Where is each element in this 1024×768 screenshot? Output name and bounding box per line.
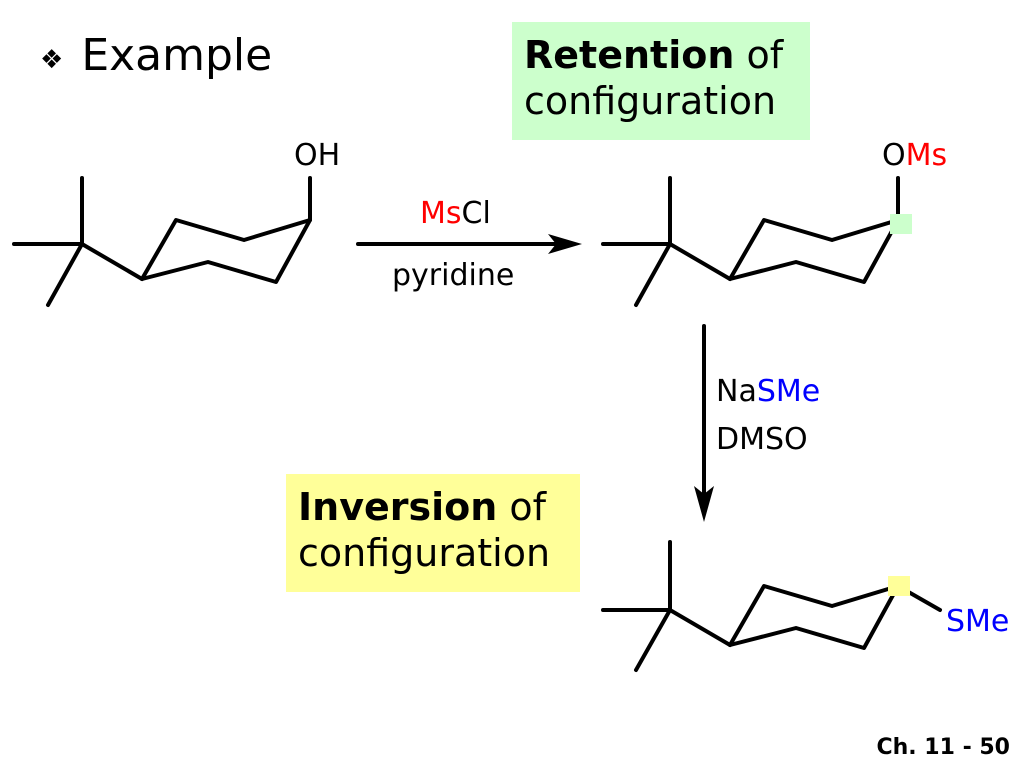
molecule-product-bonds [601,540,942,672]
arrowhead-1 [548,234,582,254]
mesylate-ms: Ms [905,138,948,173]
thioether-label: SMe [946,604,1010,639]
inversion-of: of [497,485,546,529]
molecule-start-bonds [12,176,312,307]
solvent-1: pyridine [392,258,515,293]
solvent-2: DMSO [716,422,808,457]
retention-line2: configuration [524,79,777,123]
slide-title: ❖ Example [40,30,272,81]
inversion-bold: Inversion [298,485,498,529]
hydroxyl-label: OH [294,138,341,173]
molecule-mesylate-bonds [601,176,900,307]
stereocenter-marker-green [890,214,912,234]
bullet-icon: ❖ [40,44,64,75]
reagent-1-cl: Cl [461,196,491,231]
retention-bold: Retention [524,33,735,77]
retention-note: Retention of configuration [512,22,810,140]
inversion-line2: configuration [298,531,551,575]
inversion-note: Inversion of configuration [286,474,580,592]
stereocenter-marker-yellow [888,576,910,596]
reagent-1: MsCl [420,196,491,231]
reagent-2-sme: SMe [756,374,821,409]
mesylate-o: O [882,138,906,173]
retention-of: of [734,33,784,77]
reagent-2-na: Na [716,374,757,409]
reagent-2: NaSMe [716,374,820,409]
mesylate-label: OMs [882,138,947,173]
reagent-1-ms: Ms [420,196,462,231]
slide-number: Ch. 11 - 50 [876,735,1010,760]
arrowhead-2 [694,486,714,522]
title-text: Example [81,30,273,81]
